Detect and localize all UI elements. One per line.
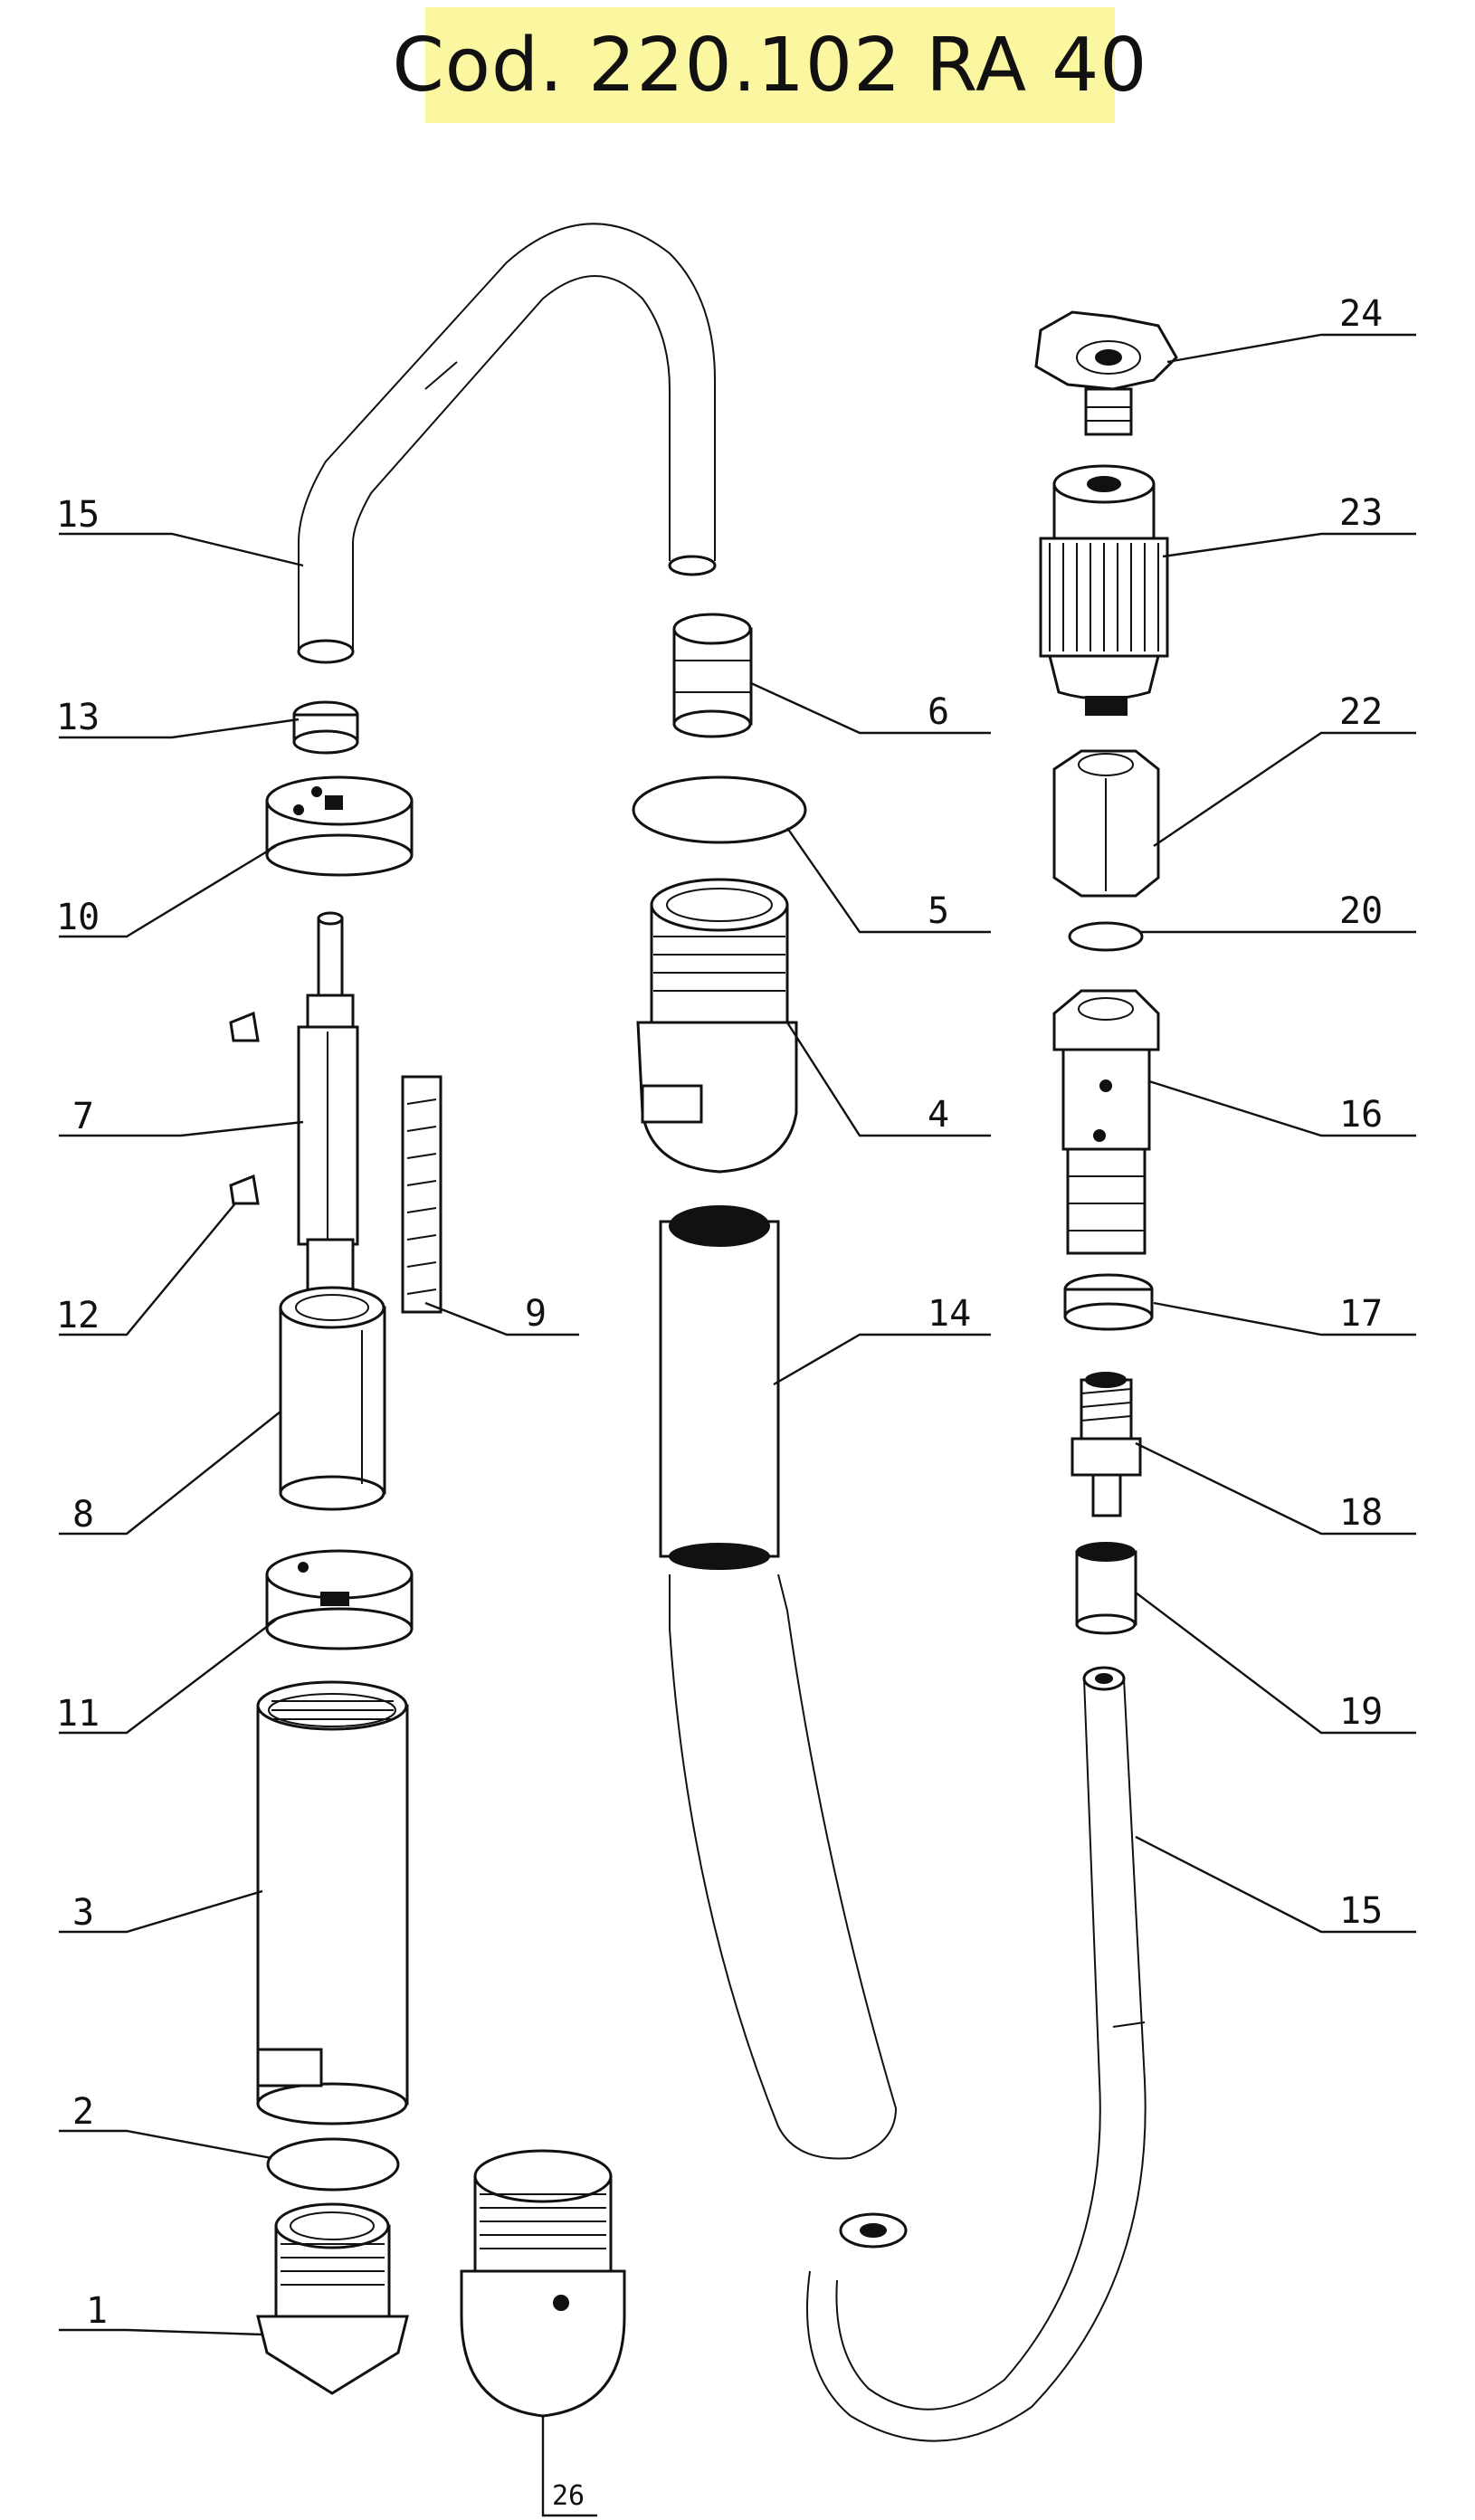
label-10: 10: [56, 897, 100, 938]
label-12: 12: [56, 1295, 100, 1336]
label-4: 4: [928, 1094, 949, 1136]
leader-19: 19: [1135, 1592, 1416, 1735]
label-16: 16: [1339, 1094, 1383, 1136]
label-15-lower: 15: [1339, 1890, 1383, 1932]
label-22: 22: [1339, 691, 1383, 733]
label-20: 20: [1339, 890, 1383, 932]
leader-14: 14: [773, 1293, 991, 1386]
label-11: 11: [56, 1693, 100, 1735]
label-8: 8: [72, 1494, 94, 1536]
part-9-vane-strip: [401, 1075, 442, 1314]
label-24: 24: [1339, 293, 1383, 335]
leader-6: 6: [750, 681, 991, 735]
label-9: 9: [525, 1293, 547, 1335]
document-title: Cod. 220.102 RA 40: [392, 22, 1148, 109]
label-26: 26: [552, 2480, 585, 2512]
leader-10: 10: [56, 844, 277, 938]
leader-1: 1: [59, 2290, 263, 2336]
leader-13: 13: [56, 697, 300, 739]
leader-24: 24: [1166, 293, 1416, 364]
leader-16: 16: [1148, 1079, 1416, 1137]
label-18: 18: [1339, 1492, 1383, 1534]
part-5-ring: [632, 775, 807, 844]
leader-12: 12: [56, 1203, 236, 1336]
part-4-housing: [636, 878, 798, 1174]
part-6-hose-nipple: [672, 613, 753, 738]
part-23-filter-body: [1039, 464, 1169, 716]
part-15-upper-hose: [297, 223, 717, 664]
part-24-quick-coupling: [1034, 310, 1178, 436]
leader-5: 5: [786, 827, 991, 934]
part-3-barrel: [256, 1680, 409, 2125]
label-23: 23: [1339, 492, 1383, 534]
part-20-washer: [1068, 921, 1144, 952]
part-17-clamp: [1063, 1273, 1154, 1331]
part-13-clamp: [292, 700, 359, 755]
leader-22: 22: [1153, 691, 1416, 847]
label-19: 19: [1339, 1691, 1383, 1733]
part-19-bushing: [1075, 1542, 1137, 1635]
part-16-adapter: [1052, 989, 1160, 1255]
label-17: 17: [1339, 1293, 1383, 1335]
label-6: 6: [928, 691, 949, 733]
part-18-spring-fitting: [1071, 1372, 1142, 1517]
leader-11: 11: [56, 1619, 277, 1735]
part-14-lower-hose: [659, 1205, 898, 2160]
leader-3: 3: [59, 1889, 263, 1934]
label-2: 2: [72, 2091, 94, 2133]
title-banner: Cod. 220.102 RA 40: [393, 7, 1147, 123]
leader-15-upper: 15: [56, 494, 304, 567]
leader-18: 18: [1135, 1441, 1416, 1536]
leader-9: 9: [424, 1293, 579, 1336]
part-22-hex-fitting: [1052, 749, 1160, 898]
label-3: 3: [72, 1892, 94, 1934]
label-14: 14: [928, 1293, 971, 1335]
label-7: 7: [72, 1096, 94, 1137]
label-13: 13: [56, 697, 100, 738]
part-1-bottom-nozzle: [256, 2202, 409, 2395]
leader-2: 2: [59, 2091, 272, 2160]
part-11-disc: [265, 1549, 414, 1650]
part-26-end-cap: [460, 2149, 626, 2418]
leader-4: 4: [785, 1022, 991, 1137]
part-15-lower-hose: [806, 1666, 1147, 2442]
part-10-disc: [265, 775, 414, 877]
leader-8: 8: [59, 1411, 281, 1536]
part-8-sleeve: [279, 1286, 386, 1511]
part-2-o-ring: [266, 2137, 400, 2192]
part-7-shaft: [229, 911, 359, 1296]
label-1: 1: [86, 2290, 108, 2332]
leader-17: 17: [1153, 1293, 1416, 1336]
leader-15-lower: 15: [1135, 1835, 1416, 1934]
leader-23: 23: [1162, 492, 1416, 558]
leader-20: 20: [1140, 890, 1416, 934]
leader-7: 7: [59, 1096, 304, 1137]
label-15-upper: 15: [56, 494, 100, 536]
label-5: 5: [928, 890, 949, 932]
leader-26: 26: [541, 2416, 597, 2517]
